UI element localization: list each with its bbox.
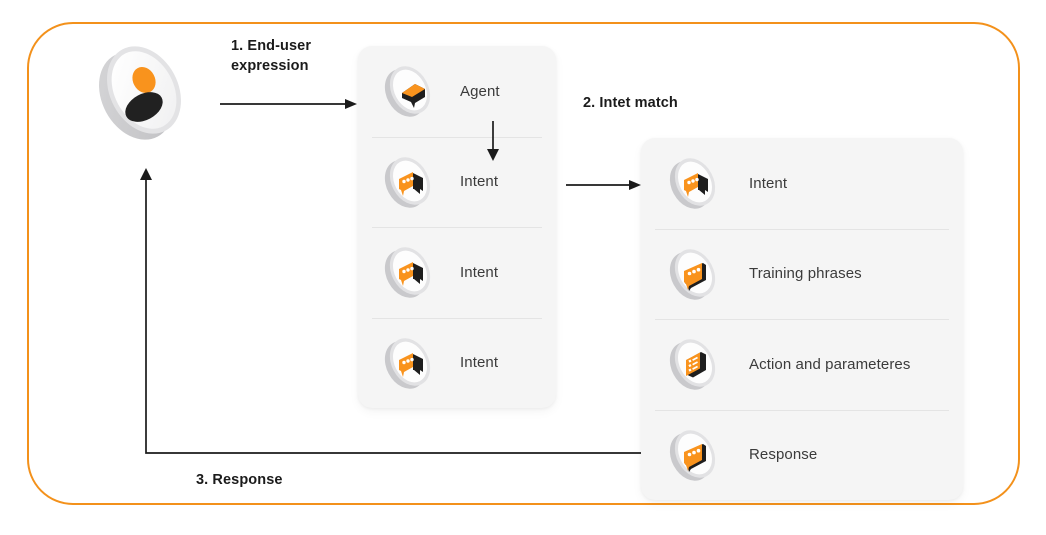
intent-panel-row-response[interactable]: Response xyxy=(641,409,963,501)
intent-panel-row-intent[interactable]: Intent xyxy=(641,138,963,229)
step-3-caption: 3. Response xyxy=(196,472,283,488)
agent-panel-row-intent-1[interactable]: Intent xyxy=(358,136,556,228)
step-1-line-1: 1. End-user xyxy=(231,38,312,54)
step-1-line-2: expression xyxy=(231,58,309,74)
agent-panel-row-label: Intent xyxy=(460,173,499,191)
intent-panel-row-label: Action and parameteres xyxy=(749,355,911,373)
end-user-disc-icon xyxy=(92,38,188,146)
intent-detail-panel[interactable]: Intent Training phrases xyxy=(641,138,963,500)
intent-panel-row-training-phrases[interactable]: Training phrases xyxy=(641,228,963,320)
intent-bubble-icon xyxy=(667,154,719,212)
agent-panel[interactable]: Agent Intent xyxy=(358,46,556,408)
intent-panel-row-label: Intent xyxy=(749,174,788,192)
step-2-caption: 2. Intet match xyxy=(583,95,678,111)
agent-panel-row-agent[interactable]: Agent xyxy=(358,46,556,137)
agent-panel-row-intent-3[interactable]: Intent xyxy=(358,317,556,409)
end-user-node xyxy=(92,38,188,146)
action-parameters-icon xyxy=(667,335,719,393)
agent-panel-row-intent-2[interactable]: Intent xyxy=(358,227,556,318)
agent-panel-row-label: Agent xyxy=(460,82,500,100)
agent-panel-row-label: Intent xyxy=(460,263,499,281)
system-boundary-frame xyxy=(27,22,1020,505)
agent-panel-row-label: Intent xyxy=(460,354,499,372)
response-bubble-icon xyxy=(667,426,719,484)
agent-bubble-icon xyxy=(382,62,434,120)
intent-panel-row-action-parameters[interactable]: Action and parameteres xyxy=(641,319,963,410)
training-phrases-icon xyxy=(667,245,719,303)
intent-bubble-icon xyxy=(382,243,434,301)
intent-panel-row-label: Response xyxy=(749,446,818,464)
intent-bubble-icon xyxy=(382,153,434,211)
intent-panel-row-label: Training phrases xyxy=(749,265,862,283)
intent-bubble-icon xyxy=(382,334,434,392)
step-1-caption: 1. End-user expression xyxy=(231,36,381,76)
